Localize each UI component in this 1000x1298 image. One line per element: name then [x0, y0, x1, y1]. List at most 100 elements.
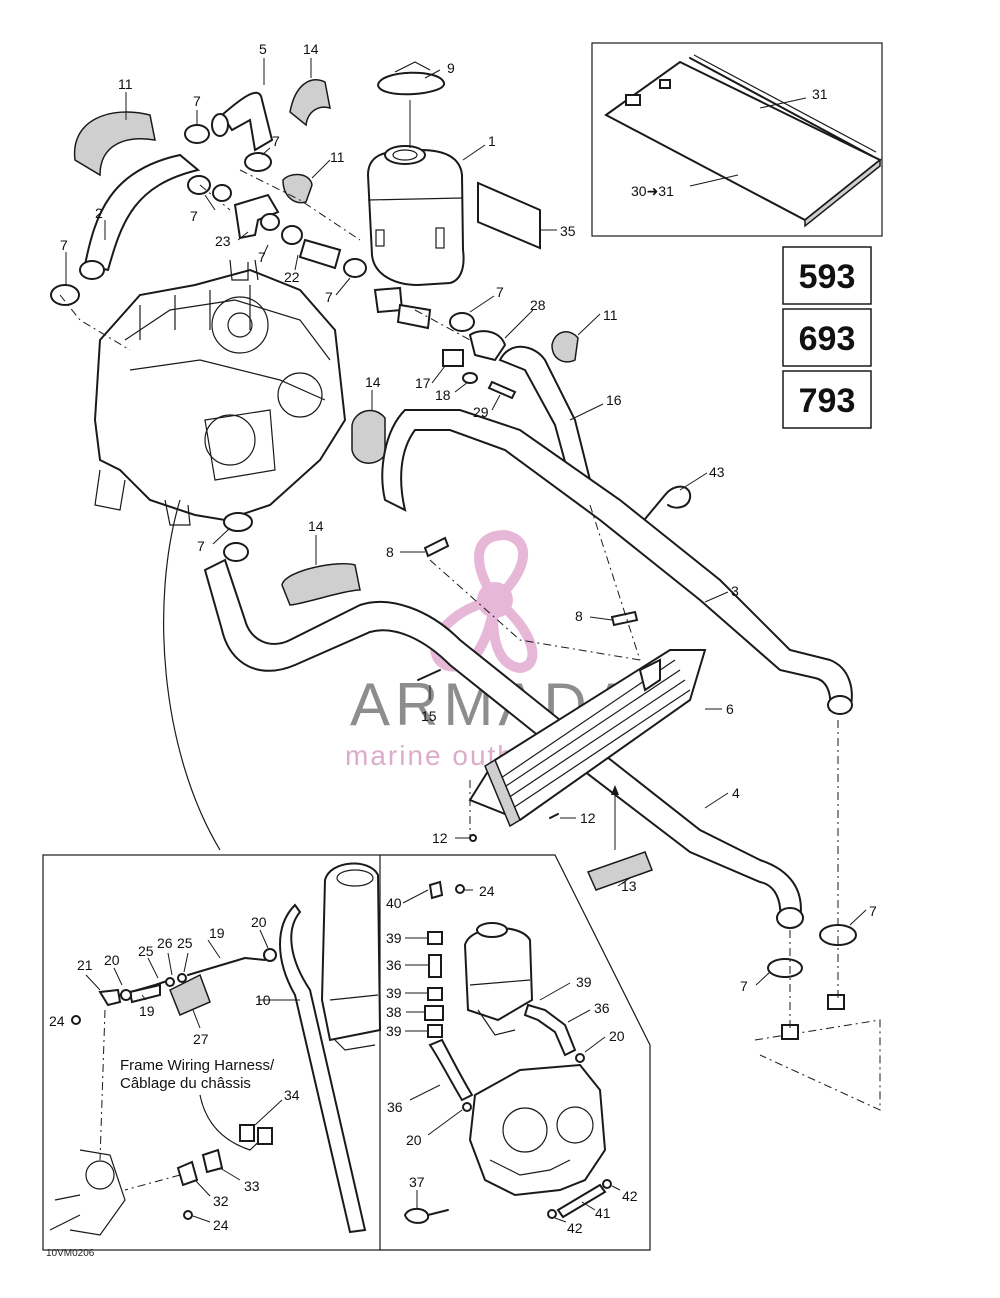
hose-36-b	[428, 1038, 474, 1102]
callout-7-i: 7	[869, 903, 877, 919]
callout-32: 32	[213, 1193, 229, 1209]
callout-5: 5	[259, 41, 267, 57]
mat-panel-edge	[804, 158, 881, 228]
inset-frame	[591, 42, 883, 237]
callout-36-a: 36	[386, 957, 402, 973]
callout-22: 22	[284, 269, 300, 285]
cylinder-head-left	[211, 296, 269, 354]
model-593: 593	[799, 258, 856, 296]
hose-22	[298, 238, 342, 270]
callout-39-b: 39	[386, 985, 402, 1001]
cap-24-c	[455, 884, 465, 894]
callout-37: 37	[409, 1174, 425, 1190]
reference-code: 10VM0206	[46, 1248, 95, 1259]
sleeve-14-mid	[351, 409, 386, 464]
harness-label-fr: Câblage du châssis	[120, 1075, 251, 1092]
elbow-fitting	[220, 91, 274, 152]
restrictor-8-a	[423, 536, 450, 558]
callout-7-h: 7	[197, 538, 205, 554]
sleeve-27	[169, 973, 211, 1016]
callout-40: 40	[386, 895, 402, 911]
callout-11-mid: 11	[330, 149, 345, 165]
harness-label-en: Frame Wiring Harness/	[120, 1057, 275, 1074]
bolt-29	[487, 380, 517, 400]
callout-14-top: 14	[303, 41, 319, 57]
callout-8-a: 8	[386, 544, 394, 560]
model-box-593	[782, 246, 872, 305]
callout-8-b: 8	[575, 608, 583, 624]
hose-10	[279, 903, 367, 1234]
callout-19-b: 19	[139, 1003, 155, 1019]
callout-23: 23	[215, 233, 231, 249]
sleeve-14-lower	[281, 562, 361, 606]
callout-7-c: 7	[190, 208, 198, 224]
centerlines	[59, 169, 839, 1030]
inset-engine	[468, 1063, 607, 1197]
tie-strap-43	[639, 485, 692, 526]
hose-36-a	[428, 954, 442, 978]
inset-left-wiring: Frame Wiring Harness/ Câblage du châssis…	[42, 854, 382, 1259]
callout-7-d: 7	[60, 237, 68, 253]
screw-12-a	[549, 813, 559, 819]
sleeve-11-top	[73, 111, 156, 177]
clamp-7-g	[223, 512, 253, 532]
connector-34-b	[257, 1127, 273, 1145]
hose-41	[556, 1183, 607, 1219]
foam-block-13	[586, 851, 653, 891]
water-pump	[204, 414, 256, 466]
mat-strip	[689, 57, 873, 157]
callout-17: 17	[415, 375, 431, 391]
lower-hose-group	[203, 409, 881, 1111]
callout-25-b: 25	[177, 935, 193, 951]
callout-31: 31	[812, 86, 828, 102]
sensor-32	[176, 1160, 199, 1187]
callout-38: 38	[386, 1004, 402, 1020]
model-693: 693	[799, 320, 856, 358]
callout-10: 10	[255, 992, 271, 1008]
inset-right-frame	[380, 854, 651, 1251]
sleeve-11-mid	[282, 173, 313, 204]
clamp-39-a	[427, 931, 443, 945]
cap-24-b	[183, 1210, 193, 1220]
sleeve-14-top	[289, 79, 331, 127]
callout-7-j: 7	[740, 978, 748, 994]
callout-12-a: 12	[580, 810, 596, 826]
callout-27: 27	[193, 1031, 209, 1047]
callout-24-c: 24	[479, 883, 495, 899]
callout-36-c: 36	[594, 1000, 610, 1016]
clamp-7-a	[184, 124, 210, 144]
clamp-20-a	[263, 948, 277, 962]
callout-3: 3	[731, 583, 739, 599]
cylinder-head-right	[277, 372, 323, 418]
connector-33	[201, 1148, 224, 1174]
fitting-26	[165, 977, 175, 987]
hose-19	[187, 957, 266, 976]
callout-28: 28	[530, 297, 546, 313]
hose-2	[83, 153, 201, 272]
propeller-logo-icon	[430, 529, 538, 674]
mat-clip-top	[659, 79, 671, 89]
clamp-7-d	[50, 284, 80, 306]
clamp-20-c	[462, 1102, 472, 1112]
leader-lines	[65, 58, 867, 1223]
callout-18: 18	[435, 387, 451, 403]
inset-right-fittings	[380, 854, 651, 1251]
callout-14-mid: 14	[365, 374, 381, 390]
hose-36-c	[523, 1003, 577, 1057]
callout-15: 15	[421, 708, 437, 724]
callout-9: 9	[447, 60, 455, 76]
engine-block	[93, 259, 347, 526]
clamp-37	[404, 1207, 430, 1224]
callout-6: 6	[726, 701, 734, 717]
callout-20-b: 20	[104, 952, 120, 968]
inset-tank	[320, 862, 382, 1042]
fitting-40	[428, 880, 444, 900]
callout-34: 34	[284, 1087, 300, 1103]
callout-39-a: 39	[386, 930, 402, 946]
callout-43: 43	[709, 464, 725, 480]
model-793: 793	[799, 382, 856, 420]
elbow-21	[98, 988, 122, 1007]
cap-42-b	[602, 1179, 612, 1189]
callout-24-a: 24	[49, 1013, 65, 1029]
callout-labels: 11 5 14 7 9 7 1 11 2 7 35 23 7 7 22 7 7 …	[49, 41, 877, 1236]
